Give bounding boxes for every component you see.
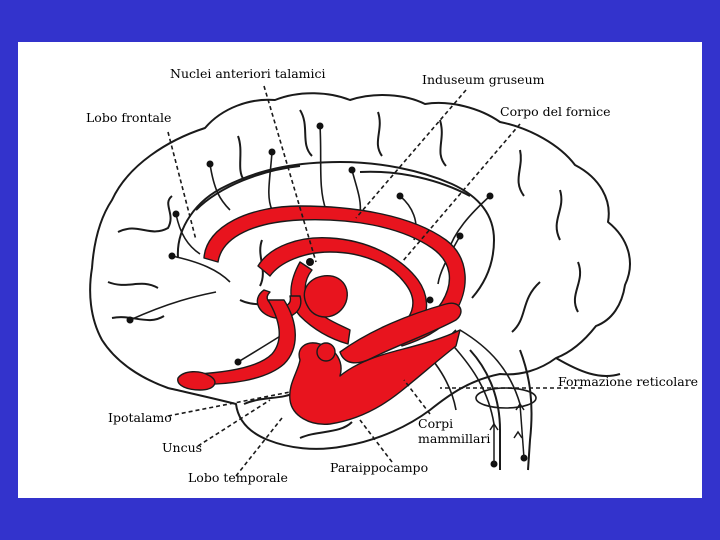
label-lobo-temporale: Lobo temporale [188, 470, 288, 485]
leader-lines [167, 85, 582, 477]
limbic-structures [177, 205, 466, 425]
label-nuclei-anteriori-talamici: Nuclei anteriori talamici [170, 66, 326, 81]
label-lobo-frontale: Lobo frontale [86, 110, 172, 125]
label-corpi-mammillari: Corpi mammillari [418, 416, 491, 446]
label-uncus: Uncus [162, 440, 203, 455]
figure-panel [18, 42, 702, 498]
label-formazione-reticolare: Formazione reticolare [558, 374, 699, 389]
label-corpo-del-fornice: Corpo del fornice [500, 104, 611, 119]
label-ipotalamo: Ipotalamo [108, 410, 172, 425]
label-induseum-gruseum: Induseum gruseum [422, 72, 545, 87]
reticular-ellipse [475, 387, 537, 409]
descending-fibers [489, 402, 525, 464]
label-paraippocampo: Paraippocampo [330, 460, 429, 475]
